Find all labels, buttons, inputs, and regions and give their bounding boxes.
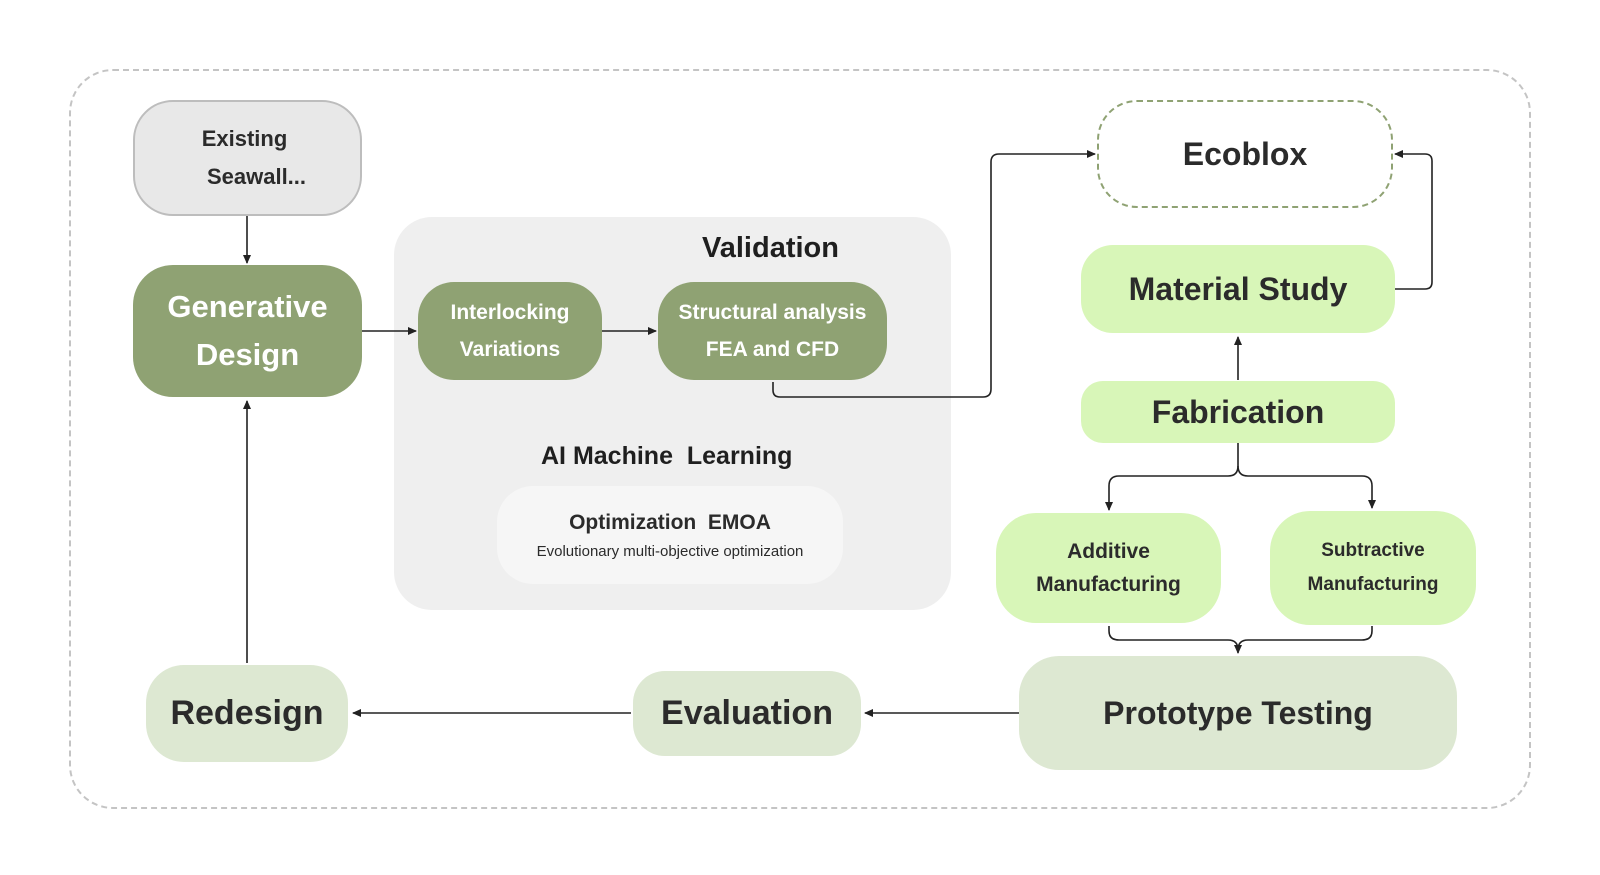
arrow-fabrication-to-additive [1105, 443, 1239, 511]
node-structural-analysis: Structural analysis FEA and CFD [658, 282, 887, 380]
node-generative-design: Generative Design [133, 265, 362, 397]
node-material-study: Material Study [1081, 245, 1395, 333]
optimization-title: Optimization EMOA [569, 510, 771, 534]
arrow-material-to-ecoblox [1394, 150, 1433, 290]
prototype-testing-label: Prototype Testing [1103, 694, 1373, 731]
interlocking-variations-line2: Variations [459, 338, 561, 361]
fabrication-label: Fabrication [1151, 393, 1325, 430]
node-optimization-emoa: Optimization EMOA Evolutionary multi-obj… [497, 486, 843, 584]
material-study-label: Material Study [1128, 270, 1348, 307]
existing-seawall-line2: Seawall... [206, 164, 307, 189]
additive-manufacturing-line1: Additive [1067, 540, 1150, 563]
node-prototype-testing: Prototype Testing [1019, 656, 1457, 770]
arrow-structural-to-ecoblox [772, 150, 1096, 398]
evaluation-label: Evaluation [661, 694, 833, 732]
redesign-label: Redesign [170, 694, 324, 732]
node-additive-manufacturing: Additive Manufacturing [996, 513, 1221, 623]
additive-manufacturing-line2: Manufacturing [1036, 573, 1181, 596]
validation-label: Validation [702, 232, 839, 264]
generative-design-line1: Generative [167, 289, 328, 324]
arrow-manufacturing-to-prototype [1108, 626, 1373, 653]
generative-design-line2: Design [195, 337, 300, 372]
ai-machine-learning-label: AI Machine Learning [541, 442, 793, 470]
node-subtractive-manufacturing: Subtractive Manufacturing [1270, 511, 1476, 625]
node-interlocking-variations: Interlocking Variations [418, 282, 602, 380]
optimization-subtitle: Evolutionary multi-objective optimizatio… [536, 542, 804, 560]
existing-seawall-line1: Existing [201, 126, 288, 151]
node-ecoblox: Ecoblox [1097, 100, 1393, 208]
outer-dashed-frame [69, 69, 1531, 809]
interlocking-variations-line1: Interlocking [450, 301, 570, 324]
structural-analysis-line1: Structural analysis [678, 301, 867, 324]
node-redesign: Redesign [146, 665, 348, 762]
structural-analysis-line2: FEA and CFD [705, 338, 840, 361]
arrow-fabrication-to-subtractive [1237, 465, 1376, 509]
subtractive-manufacturing-line1: Subtractive [1321, 540, 1425, 561]
node-existing-seawall: Existing Seawall... [133, 100, 362, 216]
node-fabrication: Fabrication [1081, 381, 1395, 443]
ecoblox-label: Ecoblox [1182, 135, 1308, 172]
node-evaluation: Evaluation [633, 671, 861, 756]
subtractive-manufacturing-line2: Manufacturing [1307, 574, 1439, 595]
